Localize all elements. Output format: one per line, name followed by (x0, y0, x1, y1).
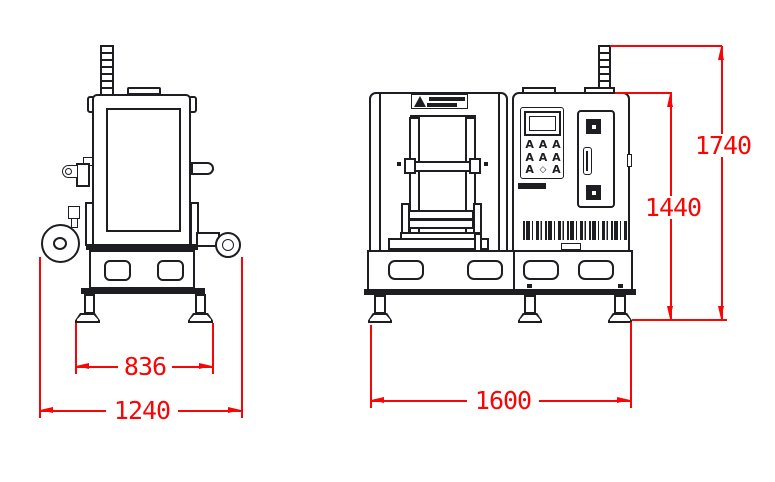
display-screen-inner (529, 116, 556, 131)
side-latch-knob-pin (65, 168, 72, 175)
side-vent-2 (157, 260, 184, 281)
side-leg-left (84, 294, 95, 314)
wheel-hub (53, 237, 67, 250)
arrow-1240-left (40, 407, 53, 413)
arrow-1440-bottom (667, 306, 673, 319)
dim-label-1600: 1600 (467, 388, 539, 413)
press-frame-top-line (410, 115, 476, 117)
front-leg-3 (614, 295, 626, 314)
keypad-key-icon: A (552, 150, 561, 164)
side-arm-lug-hole (222, 239, 234, 251)
warning-triangle-icon (414, 96, 426, 107)
ext-line-1240-right (241, 257, 243, 418)
roller-bottom (408, 219, 474, 229)
keypad-key-icon: A (552, 138, 561, 151)
dim-label-1440: 1440 (637, 195, 709, 220)
model-label-bar (518, 183, 546, 189)
dim-line-1740 (721, 46, 723, 320)
arrow-1440-top (667, 94, 673, 107)
side-mast (100, 45, 114, 96)
front-vent-4 (578, 260, 614, 280)
keypad-key-icon: A (525, 150, 534, 164)
arrow-836-right (199, 363, 212, 369)
side-latch-block (76, 163, 90, 187)
ext-line-836-right (212, 323, 214, 374)
front-leg-2 (524, 295, 536, 314)
cabinet-edge-notch (627, 154, 632, 167)
front-cabinet-left-inner-line-l (379, 94, 381, 250)
keypad-key-icon: A (525, 138, 534, 151)
side-base-top-bar (86, 245, 198, 250)
dim-label-836: 836 (118, 354, 172, 379)
roller-bracket-right (473, 203, 482, 234)
warning-text-bar-1 (429, 97, 465, 101)
side-foot-left (75, 313, 100, 323)
side-vent-1 (104, 260, 131, 281)
ext-line-836-left (75, 323, 77, 374)
press-crossbar (414, 161, 471, 172)
side-door-window (106, 108, 181, 232)
press-bearing-left (404, 158, 416, 174)
press-bearing-right (469, 158, 481, 174)
dim-label-1240: 1240 (106, 398, 178, 423)
vent-slats-tab (561, 243, 581, 250)
front-base-divider (513, 250, 515, 291)
keypad-key-diamond-icon: ◇ (539, 165, 547, 176)
vent-slats (523, 221, 627, 240)
front-screw-2 (618, 284, 623, 288)
front-foot-3 (608, 313, 632, 323)
front-mast (598, 45, 611, 90)
arrow-1740-top (718, 47, 724, 60)
side-rail-left (85, 202, 94, 246)
ext-line-1600-right (630, 322, 632, 408)
wheel-post (71, 218, 78, 228)
front-vent-2 (467, 260, 503, 280)
keypad-key-icon: A (538, 150, 548, 164)
ext-line-1440-top (615, 92, 672, 94)
front-foot-2 (518, 313, 542, 323)
front-screw-1 (527, 284, 532, 288)
keypad-key-icon: A (538, 138, 548, 151)
front-vent-3 (523, 260, 559, 280)
door-lock-bottom-icon (586, 185, 601, 200)
press-step-2 (388, 238, 489, 250)
front-vent-1 (388, 260, 424, 280)
dim-label-1740: 1740 (687, 133, 759, 158)
warning-text-bar-2 (427, 103, 457, 107)
ext-line-1600-left (370, 325, 372, 408)
ext-line-feet-bottom (632, 319, 727, 321)
front-foot-1 (368, 313, 392, 323)
side-foot-right (188, 313, 213, 323)
side-leg-right (195, 294, 206, 314)
arrow-836-left (76, 363, 89, 369)
door-lock-top-icon (586, 119, 601, 134)
arrow-1600-right (617, 397, 630, 403)
press-tick-right (484, 162, 488, 166)
arrow-1740-bottom (718, 306, 724, 319)
arrow-1240-right (228, 407, 241, 413)
arrow-1600-left (371, 397, 384, 403)
keypad-key-icon: A (525, 163, 534, 177)
front-leg-1 (374, 295, 386, 314)
side-base-bottom-bar (81, 288, 205, 294)
ext-line-1240-left (39, 257, 41, 418)
keypad-key-icon: A (552, 163, 561, 177)
keypad: A A A A A A A ◇ A (523, 139, 563, 177)
front-base-bottom-bar (364, 289, 636, 295)
front-cabinet-left-inner-line-r (498, 94, 500, 250)
door-handle-slot (586, 151, 588, 171)
side-handle (191, 162, 214, 175)
ext-line-1740-top (610, 45, 722, 47)
press-tick-left (397, 162, 401, 166)
